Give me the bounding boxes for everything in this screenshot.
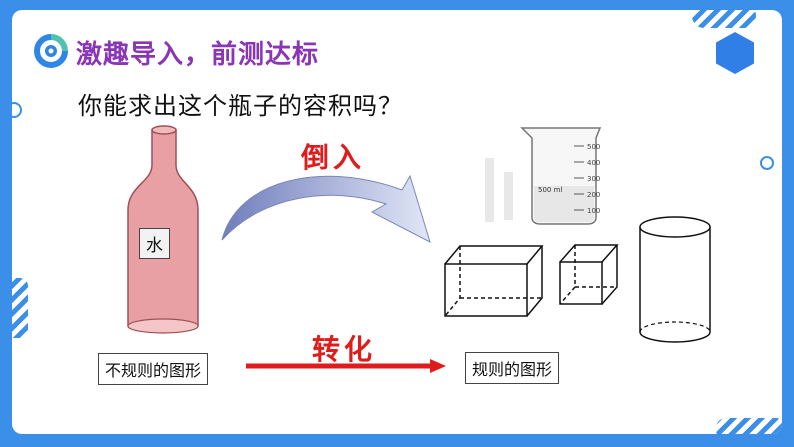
beaker-tick-label: 400 bbox=[587, 159, 600, 167]
bottle-water-label: 水 bbox=[139, 228, 170, 259]
slide-card: 激趣导入，前测达标 你能求出这个瓶子的容积吗？ bbox=[12, 10, 782, 434]
cube bbox=[559, 244, 619, 305]
regular-shape-box: 规则的图形 bbox=[465, 352, 560, 384]
page-title: 激趣导入，前测达标 bbox=[76, 40, 320, 70]
transform-arrow bbox=[246, 359, 446, 373]
beaker-tick-label: 100 bbox=[587, 207, 600, 215]
question-text: 你能求出这个瓶子的容积吗？ bbox=[78, 92, 403, 120]
beaker: 500 400 300 200 100 500 ml bbox=[520, 127, 602, 225]
decorative-stripes-top-right bbox=[692, 10, 756, 28]
illustration: 500 400 300 200 100 500 ml bbox=[127, 125, 711, 373]
faint-mark bbox=[504, 172, 513, 220]
faint-mark bbox=[485, 158, 494, 222]
beaker-tick-label: 200 bbox=[587, 191, 600, 199]
logo-icon bbox=[34, 34, 68, 68]
decorative-stripes-bottom-right bbox=[716, 418, 782, 434]
irregular-shape-box: 不规则的图形 bbox=[98, 353, 209, 385]
pour-label: 倒入 bbox=[301, 141, 366, 174]
cylinder bbox=[639, 216, 711, 343]
pour-arrow bbox=[221, 174, 431, 243]
beaker-tick-label: 500 bbox=[587, 143, 600, 151]
beaker-tick-label: 300 bbox=[587, 175, 600, 183]
decorative-stripes-left bbox=[12, 278, 28, 338]
cuboid bbox=[444, 245, 544, 317]
decorative-dot bbox=[760, 156, 774, 170]
decorative-dot bbox=[12, 102, 22, 118]
transform-label: 转化 bbox=[312, 333, 377, 366]
beaker-capacity-label: 500 ml bbox=[538, 186, 562, 194]
